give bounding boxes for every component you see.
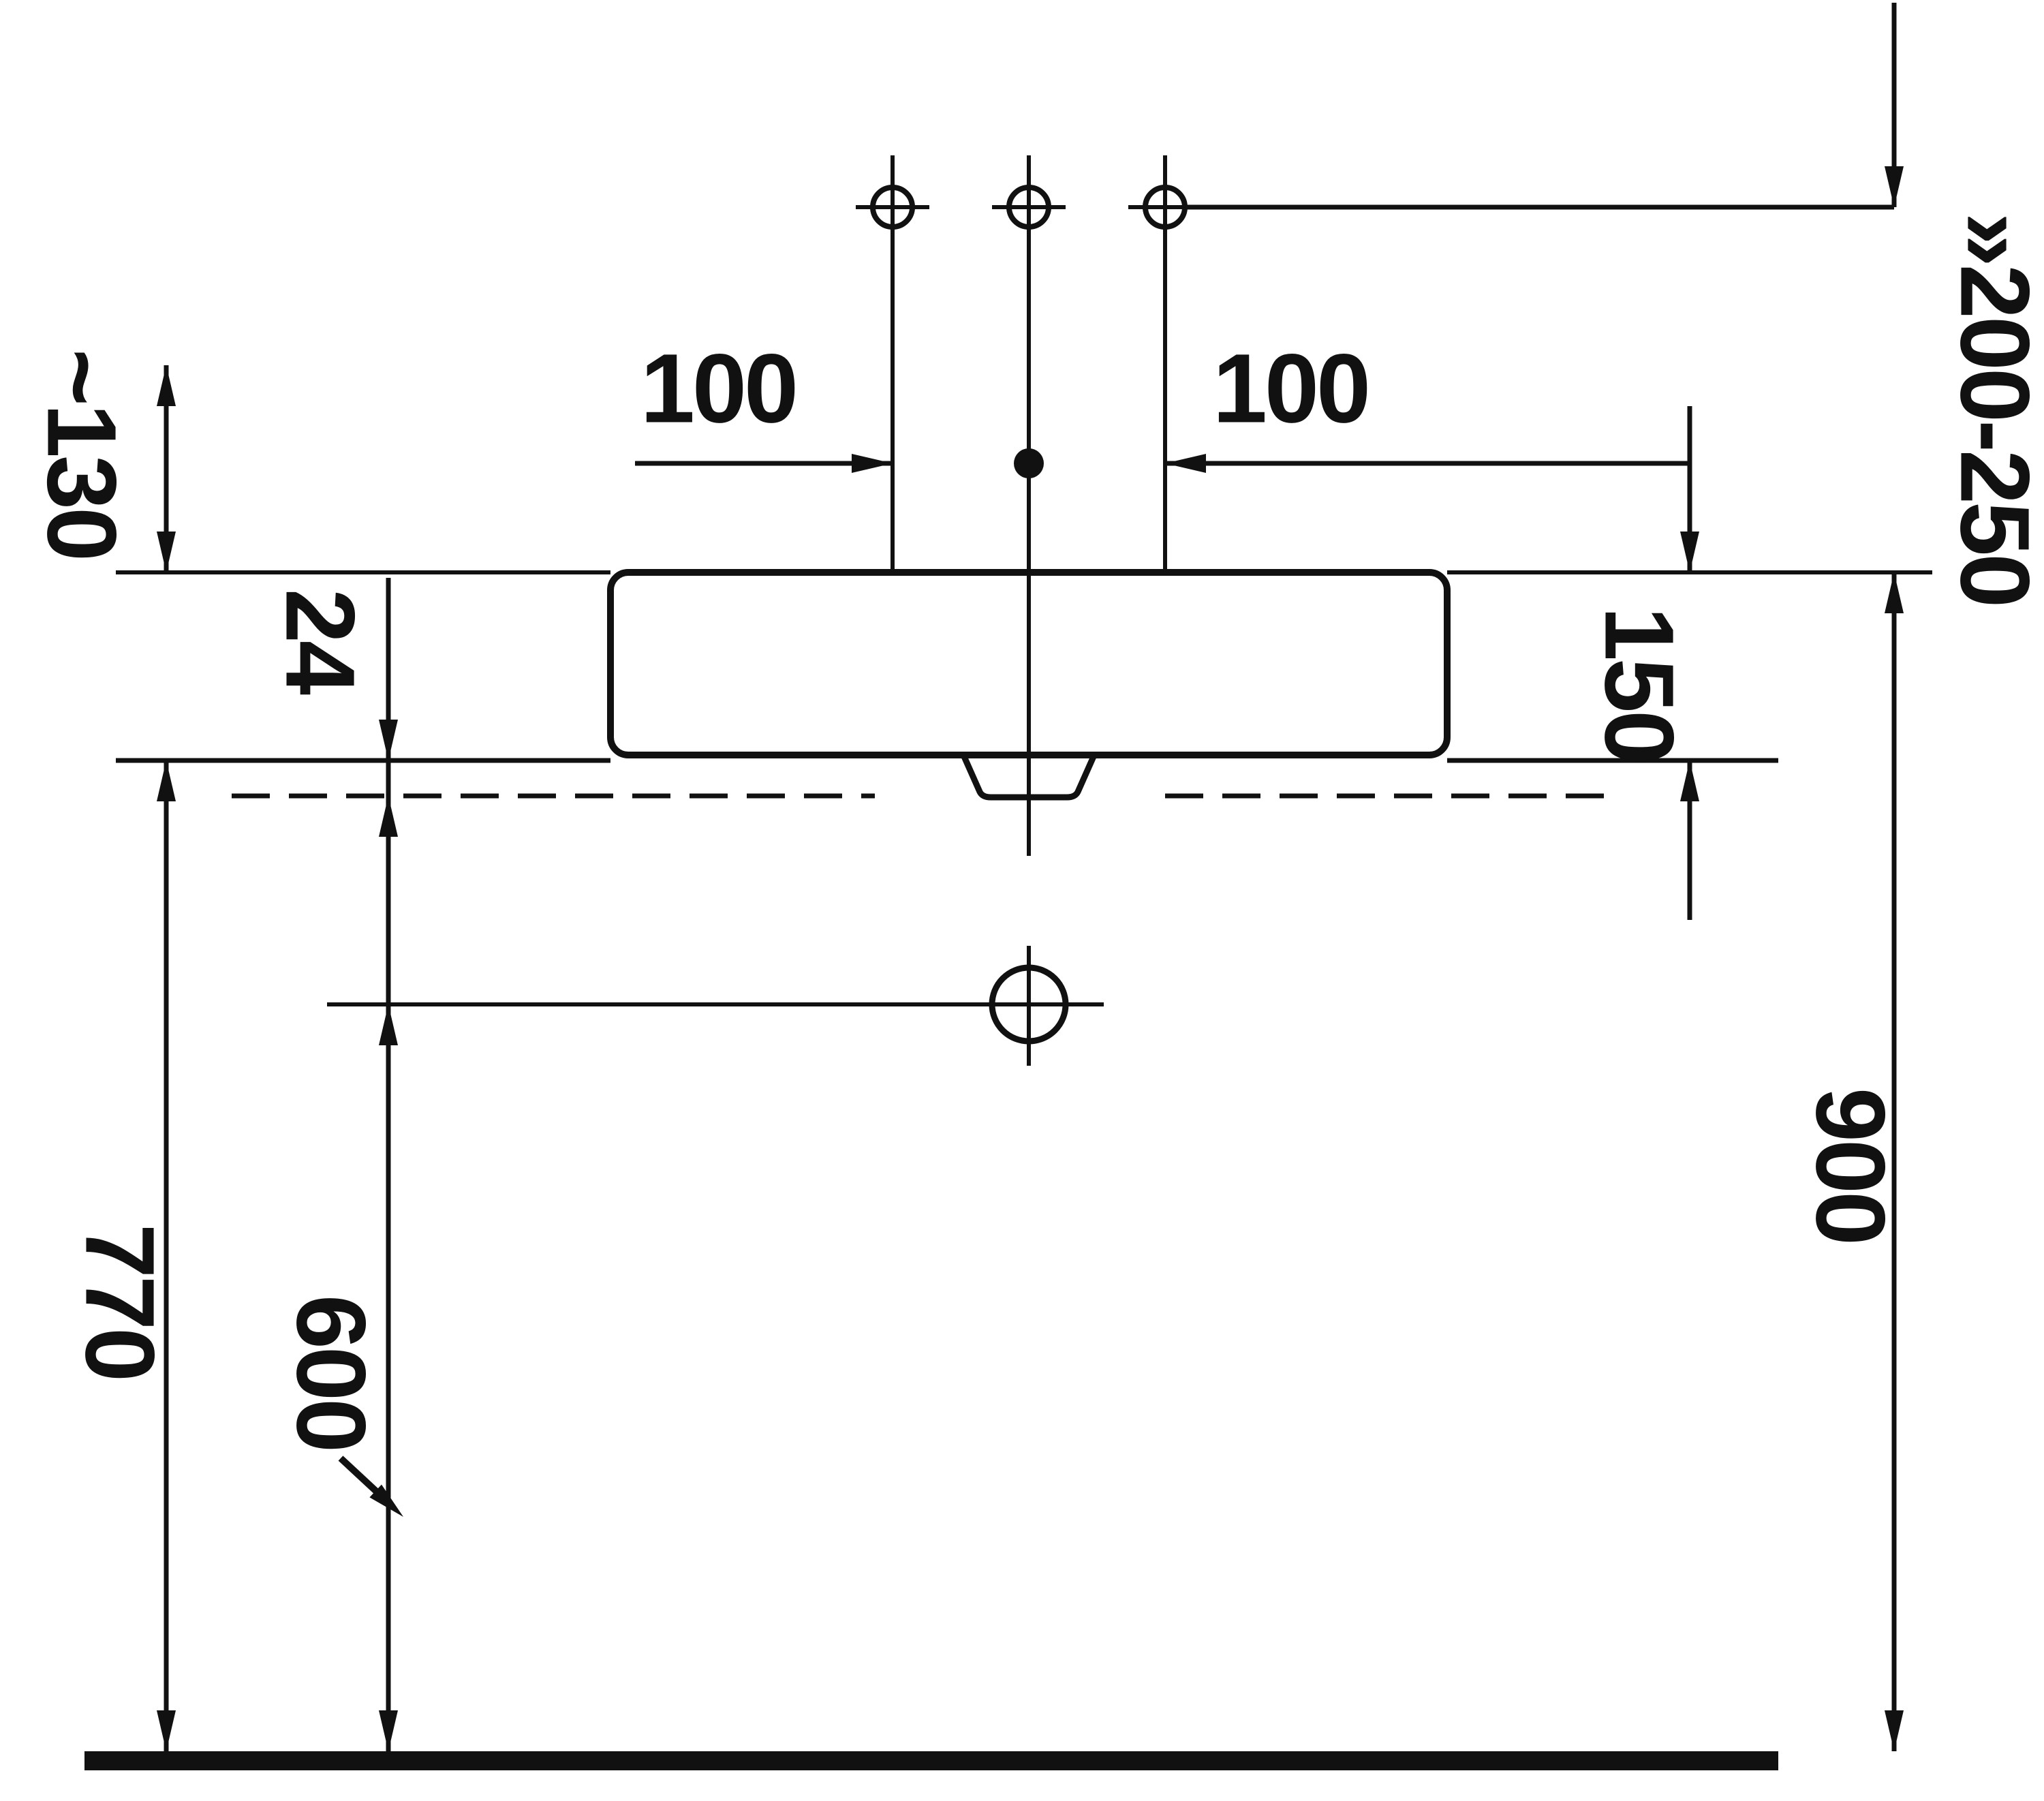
dimension-900-label: 900 xyxy=(1796,1088,1906,1243)
arrow-up-icon xyxy=(379,796,398,837)
dimension-600-label: 600 xyxy=(277,1295,386,1450)
floor-line xyxy=(84,1751,1778,1770)
arrow-up-icon xyxy=(1680,760,1699,801)
arrow-down-icon xyxy=(1885,166,1904,207)
dimension-200-250: »200-250 xyxy=(1187,3,2044,605)
drain-outlet xyxy=(327,946,1104,1066)
arrow-up-icon xyxy=(1885,572,1904,613)
arrow-right-icon xyxy=(852,454,893,473)
arrow-down-icon xyxy=(1885,1710,1904,1751)
arrow-down-icon xyxy=(379,1710,398,1751)
dimension-100-right: 100 xyxy=(1165,334,1690,474)
dimension-770-label: 770 xyxy=(65,1224,175,1379)
arrow-up-icon xyxy=(379,1004,398,1045)
dimension-200-250-label: »200-250 xyxy=(1940,213,2044,606)
dimension-24: 24 xyxy=(266,578,399,1751)
dimension-150: 150 xyxy=(1585,406,1700,920)
dimension-24-label: 24 xyxy=(266,589,375,695)
dimension-150-label: 150 xyxy=(1585,606,1694,762)
dimension-130: ~130 xyxy=(27,349,176,572)
diagonal-arrow-icon xyxy=(341,1458,403,1517)
arrow-left-icon xyxy=(1165,454,1206,473)
arrow-down-icon xyxy=(1680,532,1699,572)
dimension-100-left: 100 xyxy=(635,334,893,474)
dimension-770: 770 xyxy=(65,760,176,1751)
arrow-up-icon xyxy=(157,760,176,801)
arrow-down-icon xyxy=(157,1710,176,1751)
dimension-130-label: ~130 xyxy=(27,349,137,559)
dimension-900: 900 xyxy=(1796,572,1906,1751)
arrow-down-icon xyxy=(157,532,176,572)
arrow-up-icon xyxy=(157,365,176,406)
dimension-100-right-label: 100 xyxy=(1213,334,1368,444)
center-hole-dot-icon xyxy=(1014,448,1044,478)
dimension-600: 600 xyxy=(277,1004,404,1751)
dimension-100-left-label: 100 xyxy=(640,334,796,444)
arrow-down-icon xyxy=(379,720,398,760)
